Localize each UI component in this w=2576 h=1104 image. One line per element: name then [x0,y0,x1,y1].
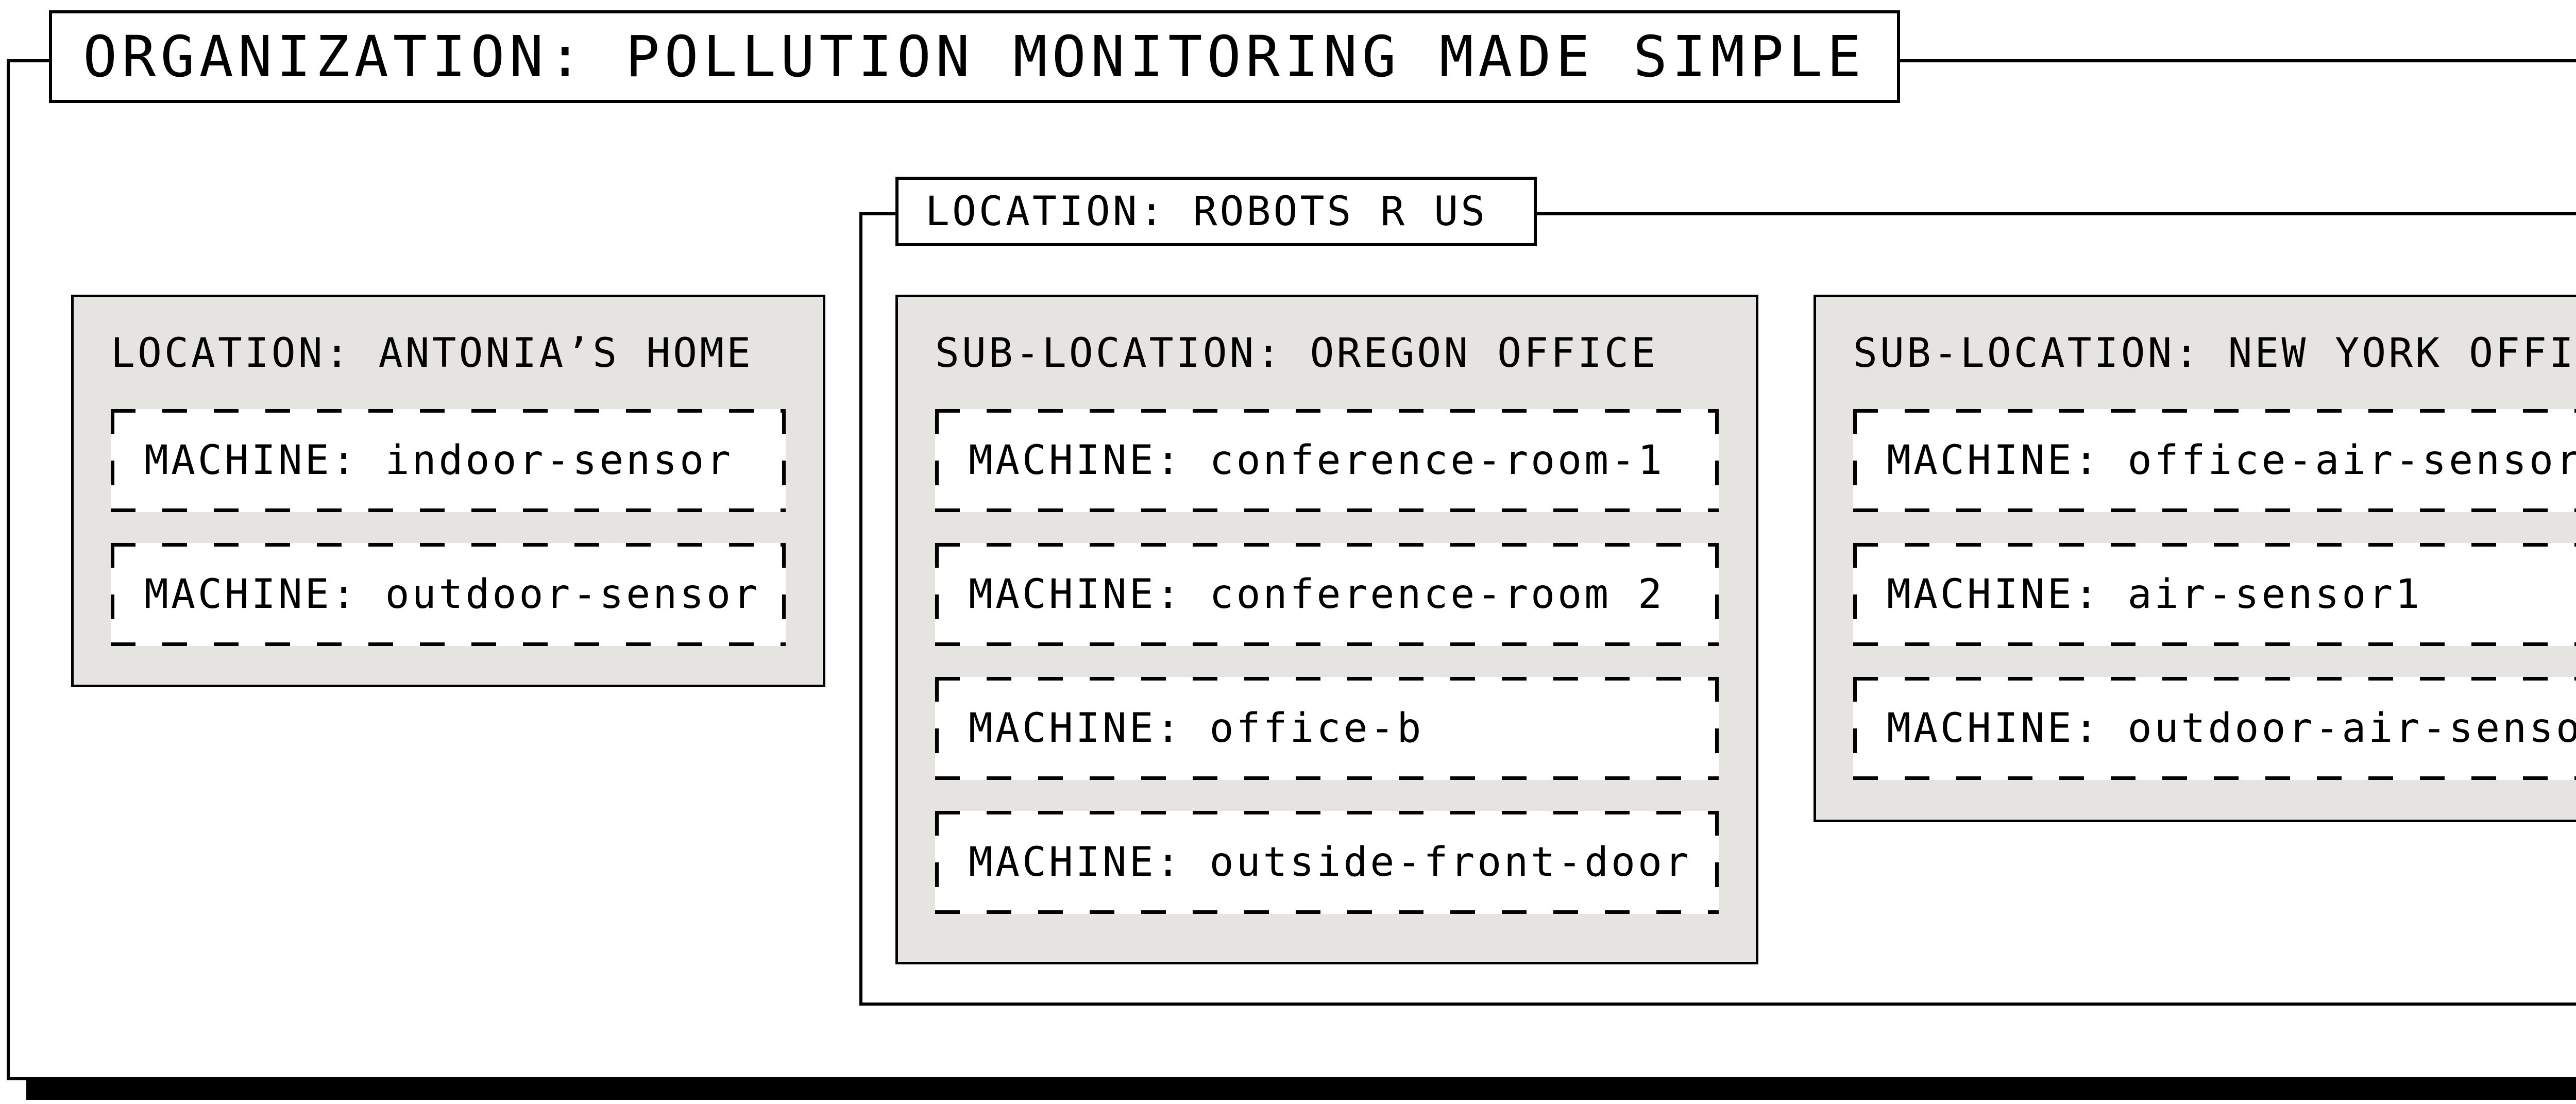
location-label-robots-r-us: LOCATION: ROBOTS R US [925,188,1488,235]
machine-box-conference-room-2: MACHINE: conference-room 2 [935,543,1719,646]
machine-label: MACHINE: office-air-sensor [1887,437,2576,484]
machine-label: MACHINE: conference-room-1 [969,437,1665,484]
machine-list-new-york-office: MACHINE: office-air-sensor MACHINE: air-… [1853,409,2576,780]
organization-title: ORGANIZATION: POLLUTION MONITORING MADE … [83,24,1866,90]
sublocation-panel-oregon-office: SUB-LOCATION: OREGON OFFICE MACHINE: con… [895,295,1758,964]
machine-label: MACHINE: indoor-sensor [144,437,734,484]
machine-label: MACHINE: outdoor-sensor [144,571,760,618]
machine-list-oregon-office: MACHINE: conference-room-1 MACHINE: conf… [935,409,1719,914]
machine-box-outdoor-sensor: MACHINE: outdoor-sensor [111,543,786,646]
machine-label: MACHINE: outdoor-air-sensor [1887,705,2576,752]
machine-label: MACHINE: air-sensor1 [1887,571,2422,618]
machine-box-office-b: MACHINE: office-b [935,677,1719,780]
machine-box-air-sensor1: MACHINE: air-sensor1 [1853,543,2576,646]
machine-box-outdoor-air-sensor: MACHINE: outdoor-air-sensor [1853,677,2576,780]
machine-label: MACHINE: outside-front-door [969,839,1691,886]
machine-list-antonias-home: MACHINE: indoor-sensor MACHINE: outdoor-… [111,409,786,646]
machine-box-indoor-sensor: MACHINE: indoor-sensor [111,409,786,512]
organization-title-tab: ORGANIZATION: POLLUTION MONITORING MADE … [49,10,1900,103]
location-tab-robots-r-us: LOCATION: ROBOTS R US [895,177,1537,246]
machine-box-conference-room-1: MACHINE: conference-room-1 [935,409,1719,512]
sublocation-panel-new-york-office: SUB-LOCATION: NEW YORK OFFICE MACHINE: o… [1814,295,2576,822]
machine-box-outside-front-door: MACHINE: outside-front-door [935,811,1719,914]
machine-label: MACHINE: office-b [969,705,1424,752]
sublocation-label-new-york-office: SUB-LOCATION: NEW YORK OFFICE [1853,330,2576,377]
location-label-antonias-home: LOCATION: ANTONIA’S HOME [111,330,754,377]
machine-box-office-air-sensor: MACHINE: office-air-sensor [1853,409,2576,512]
sublocation-label-oregon-office: SUB-LOCATION: OREGON OFFICE [935,330,1658,377]
machine-label: MACHINE: conference-room 2 [969,571,1665,618]
location-panel-antonias-home: LOCATION: ANTONIA’S HOME MACHINE: indoor… [71,295,825,687]
